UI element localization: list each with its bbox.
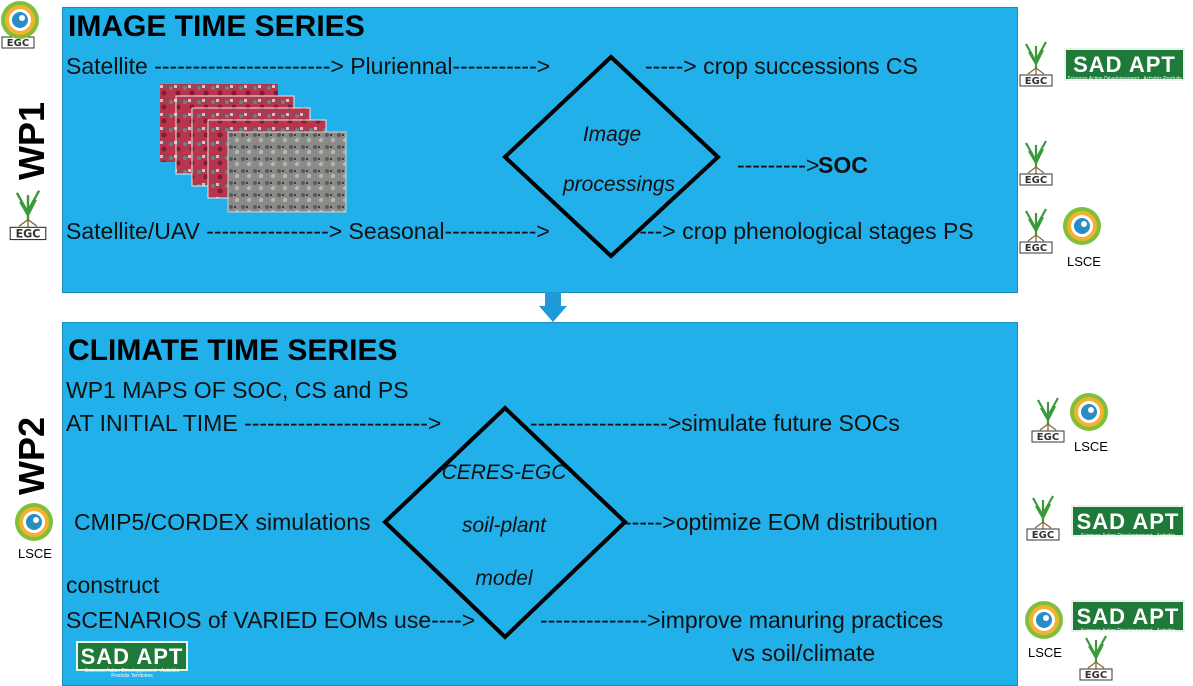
- svg-text:EGC: EGC: [7, 38, 29, 49]
- wp2-optimize-eom: ----->optimize EOM distribution: [624, 509, 938, 535]
- wp1-crop-successions: -----> crop successions CS: [645, 53, 918, 79]
- wp2-improve-manuring: -------------->improve manuring practice…: [540, 607, 944, 633]
- lsce-label-4: LSCE: [1028, 645, 1062, 660]
- lsce-logo-1: [1063, 207, 1101, 245]
- egc-logo-r1: [1018, 40, 1054, 89]
- wp1-side-label: WP1: [11, 101, 52, 180]
- wp1-satellite-row: Satellite -----------------------> Pluri…: [66, 53, 551, 79]
- lsce-label-2: LSCE: [1074, 439, 1108, 454]
- sadapt-logo-4: SAD APT Sciences Action Développement · …: [76, 641, 188, 679]
- diamond-wp1-line2: processings: [563, 173, 676, 196]
- lsce-label-3: LSCE: [18, 546, 52, 561]
- wp1-soc-arrow: --------->: [737, 152, 820, 178]
- egc-logo-r5: [1025, 494, 1061, 543]
- wp1-panel: [62, 7, 1018, 293]
- lsce-label-1: LSCE: [1067, 254, 1101, 269]
- sadapt-logo-1: SAD APT Sciences Action Développement · …: [1064, 48, 1185, 87]
- egc-logo-wp1-side: [9, 189, 48, 242]
- diamond-wp1-line1: Image: [582, 123, 642, 146]
- wp2-maps-line: WP1 MAPS OF SOC, CS and PS: [66, 377, 409, 403]
- wp1-satellite-uav-row: Satellite/UAV ----------------> Seasonal…: [66, 218, 550, 244]
- lsce-logo-4: [1025, 601, 1063, 639]
- lsce-logo-2: [1070, 393, 1108, 431]
- egc-logo-r3: [1018, 207, 1054, 256]
- sadapt-logo-3: SAD APT Sciences Action Développement · …: [1071, 600, 1185, 639]
- wp1-soc-label: SOC: [818, 152, 868, 178]
- egc-logo-r2: [1018, 139, 1054, 188]
- wp2-side-label: WP2: [11, 416, 52, 495]
- wp2-title: CLIMATE TIME SERIES: [68, 334, 398, 367]
- egc-logo-r4: [1030, 396, 1066, 445]
- wp2-initial-time: AT INITIAL TIME ------------------------…: [66, 410, 442, 436]
- wp2-simulate-socs: ------------------>simulate future SOCs: [530, 410, 900, 436]
- wp1-title: IMAGE TIME SERIES: [68, 10, 365, 43]
- wp1-phenological-stages: -----> crop phenological stages PS: [624, 218, 974, 244]
- wp2-vs-soil-climate: vs soil/climate: [732, 640, 876, 666]
- wp2-cmip5: CMIP5/CORDEX simulations: [74, 509, 371, 535]
- sadapt-logo-2: SAD APT Sciences Action Développement · …: [1071, 505, 1185, 544]
- lsce-logo-3: [15, 503, 53, 541]
- egc-logo-r6: [1078, 634, 1114, 683]
- diamond-wp2-line3: model: [475, 567, 533, 590]
- wp2-construct: construct: [66, 572, 160, 598]
- diamond-wp2-line2: soil-plant: [461, 514, 547, 537]
- wp2-scenarios: SCENARIOS of VARIED EOMs use---->: [66, 607, 476, 633]
- diamond-wp2-line1: CERES-EGC: [441, 461, 567, 484]
